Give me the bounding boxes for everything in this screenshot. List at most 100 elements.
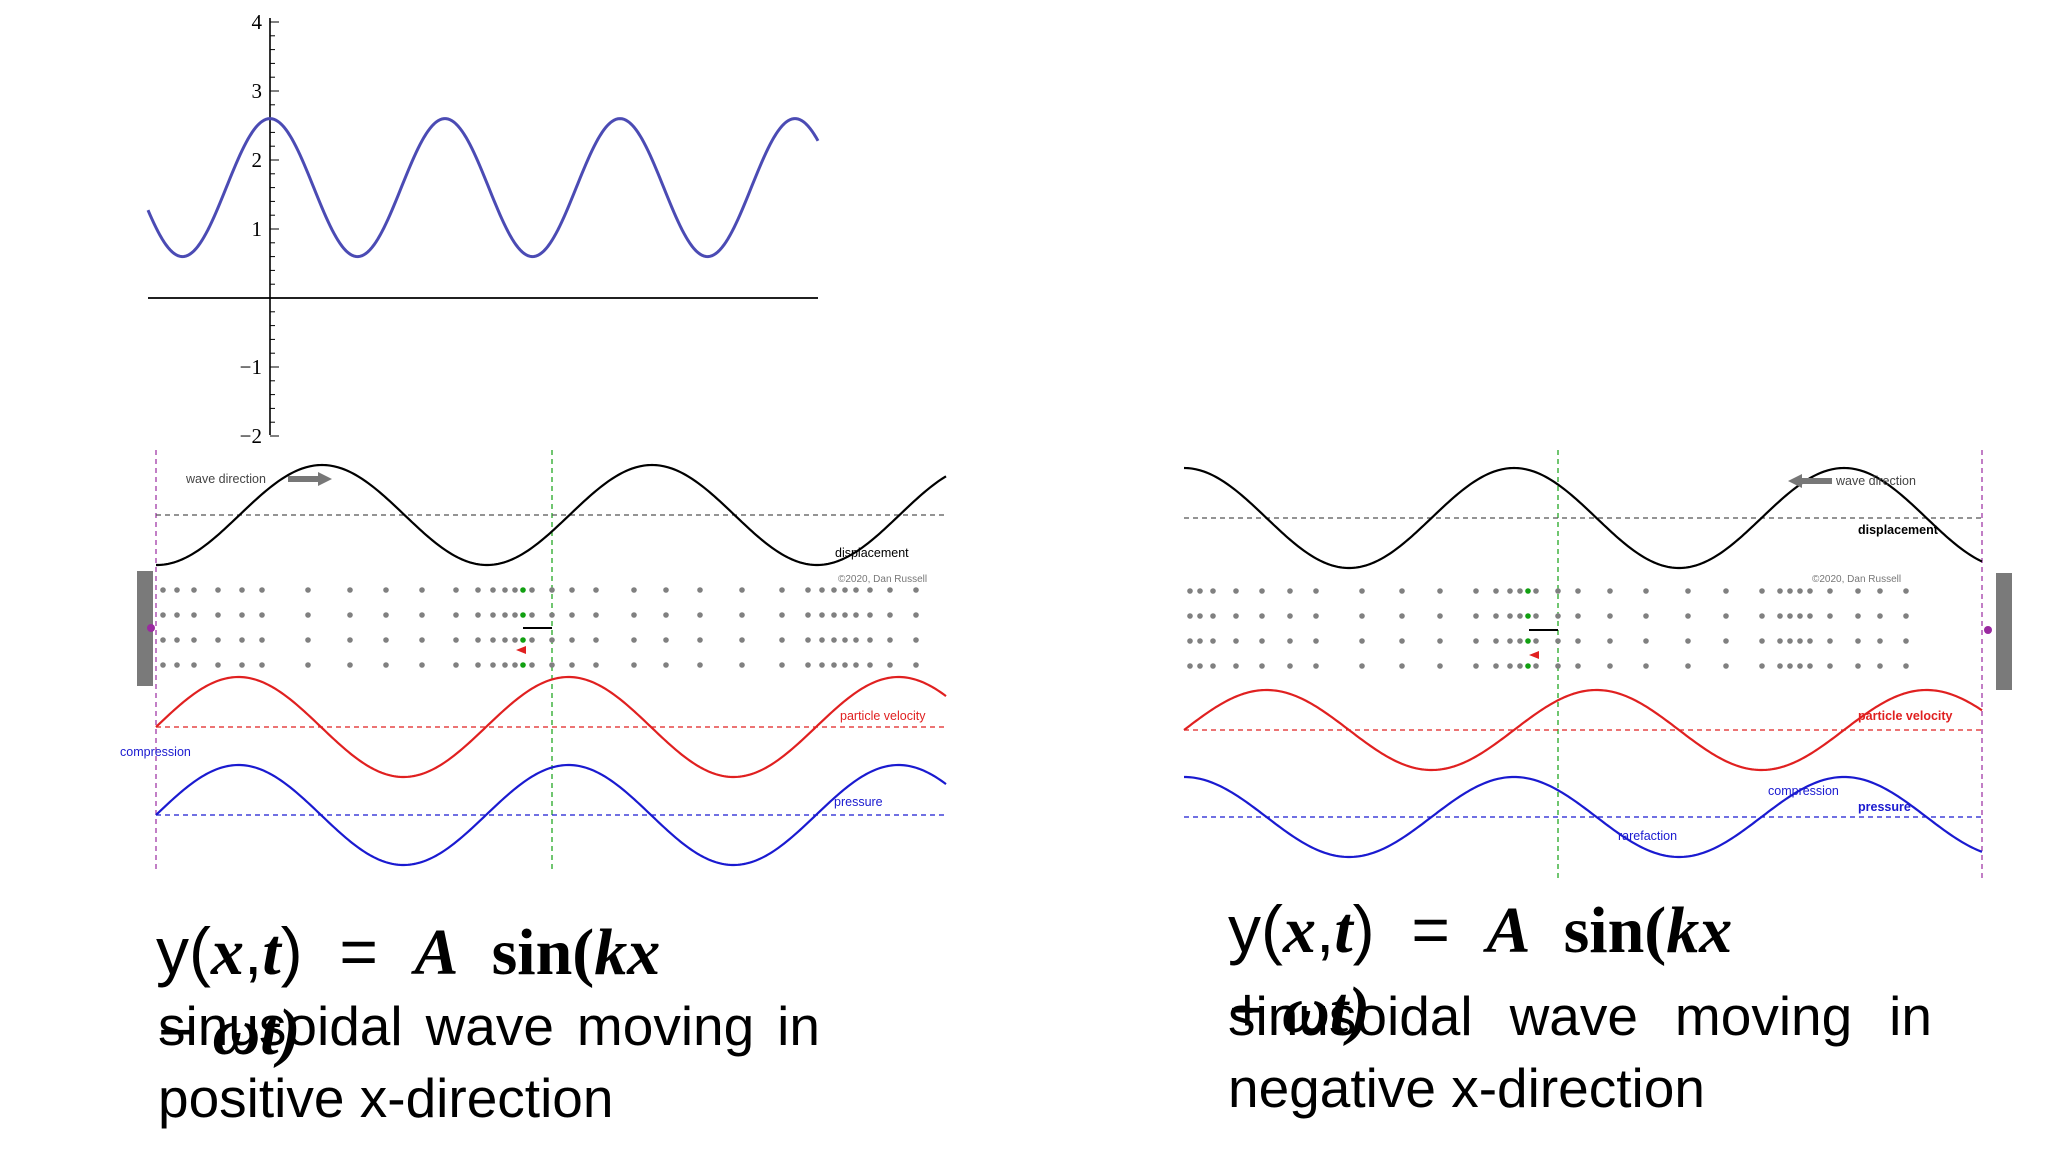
marked-particle — [1525, 613, 1531, 619]
y-tick-label: 2 — [252, 148, 263, 172]
eq-close-equals: ) = — [280, 914, 415, 988]
particle — [887, 662, 893, 668]
particle — [1643, 663, 1649, 669]
particle — [739, 612, 745, 618]
particle — [663, 637, 669, 643]
particle — [1855, 613, 1861, 619]
particle — [259, 612, 265, 618]
particle — [1507, 638, 1513, 644]
particle — [1575, 638, 1581, 644]
particle — [867, 612, 873, 618]
particle — [1797, 638, 1803, 644]
particle — [475, 612, 481, 618]
particle — [1493, 663, 1499, 669]
particle — [1723, 638, 1729, 644]
particle — [305, 637, 311, 643]
particle — [819, 637, 825, 643]
particle — [549, 637, 555, 643]
particle — [174, 612, 180, 618]
particle — [1359, 613, 1365, 619]
particle — [1259, 613, 1265, 619]
particle — [1210, 588, 1216, 594]
displacement-curve — [156, 463, 947, 567]
particle — [1877, 638, 1883, 644]
compression-label: compression — [120, 745, 191, 759]
particle — [1197, 588, 1203, 594]
particle — [529, 612, 535, 618]
particle — [819, 662, 825, 668]
particle — [1473, 663, 1479, 669]
particle — [305, 612, 311, 618]
particle — [1903, 613, 1909, 619]
particle — [1517, 613, 1523, 619]
particle — [1685, 613, 1691, 619]
particle — [1685, 638, 1691, 644]
particle — [1399, 663, 1405, 669]
particle — [347, 612, 353, 618]
particle — [347, 587, 353, 593]
particle — [631, 612, 637, 618]
particle — [1259, 588, 1265, 594]
particle — [1287, 613, 1293, 619]
particle — [419, 612, 425, 618]
eq-amplitude: A — [414, 916, 459, 989]
particle — [1903, 638, 1909, 644]
particle — [215, 662, 221, 668]
particle — [1827, 663, 1833, 669]
particle — [490, 662, 496, 668]
direction-arrow-red — [516, 646, 526, 654]
eq-var-t: t — [262, 916, 281, 989]
eq-kx: kx — [1666, 894, 1733, 967]
particle — [1777, 588, 1783, 594]
particle — [1903, 588, 1909, 594]
particle — [419, 662, 425, 668]
eq-prefix: y( — [156, 914, 211, 988]
particle — [174, 637, 180, 643]
particle — [1877, 613, 1883, 619]
particle — [631, 637, 637, 643]
wave-direction-label: wave direction — [1835, 474, 1916, 488]
particle — [697, 637, 703, 643]
marked-particle — [520, 612, 526, 618]
particle — [1685, 663, 1691, 669]
particle — [779, 587, 785, 593]
particle — [1685, 588, 1691, 594]
marked-particle — [1525, 663, 1531, 669]
particle — [1287, 638, 1293, 644]
particle — [853, 637, 859, 643]
particle — [593, 587, 599, 593]
particle — [1797, 613, 1803, 619]
displacement-label: displacement — [835, 546, 909, 560]
particle — [1575, 663, 1581, 669]
particle — [512, 637, 518, 643]
equation-positive: y(x,t) = A sin(kx — [156, 918, 660, 986]
particle — [453, 612, 459, 618]
particle-velocity-label: particle velocity — [1858, 709, 1953, 723]
eq-sin: sin( — [458, 916, 595, 989]
particle-velocity-label: particle velocity — [840, 709, 926, 723]
particle — [1287, 663, 1293, 669]
particle — [453, 662, 459, 668]
particle — [191, 662, 197, 668]
particle — [1210, 613, 1216, 619]
particle — [913, 587, 919, 593]
particle — [805, 587, 811, 593]
particle — [1507, 588, 1513, 594]
wave-direction-arrow-right — [288, 472, 332, 486]
particle — [453, 637, 459, 643]
particle-grid — [160, 587, 919, 668]
right-wave-panel: wave direction displacement ©2020, Dan R… — [1183, 450, 2012, 878]
rarefaction-label: rarefaction — [1618, 829, 1677, 843]
particle — [1787, 663, 1793, 669]
particle — [569, 587, 575, 593]
particle — [1233, 588, 1239, 594]
particle — [160, 662, 166, 668]
particle — [529, 587, 535, 593]
marked-particle — [520, 662, 526, 668]
y-tick-label: 4 — [252, 10, 263, 34]
particle — [663, 587, 669, 593]
particle — [174, 587, 180, 593]
particle — [1555, 663, 1561, 669]
particle — [779, 662, 785, 668]
particle — [663, 612, 669, 618]
